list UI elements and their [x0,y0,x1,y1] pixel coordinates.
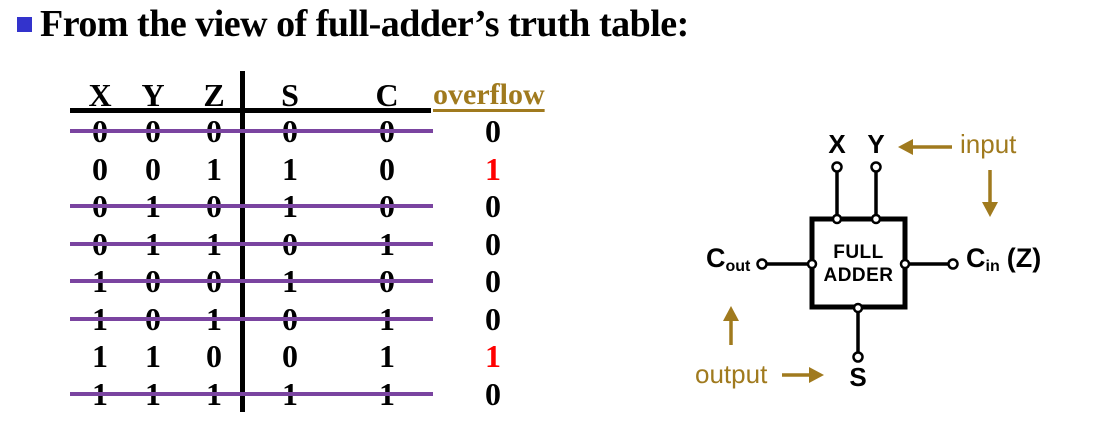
cell-z: 1 [206,151,222,187]
x-input-label: X [828,129,846,159]
header-c: C [375,77,399,113]
cout-main: C [706,243,726,273]
cell-overflow: 0 [485,301,501,337]
cell-s: 0 [282,338,298,374]
cell-overflow: 0 [485,188,501,224]
cell-z: 0 [206,338,222,374]
full-adder-box-label: FULL ADDER [812,241,905,287]
cell-y: 1 [145,338,161,374]
truth-table: X Y Z S C overflow 0 0 0 0 0 0 0 0 1 1 0… [0,71,560,413]
input-left-arrow-icon [898,139,952,155]
table-row: 1 0 0 1 0 0 [0,262,560,300]
table-row: 0 0 0 0 0 0 [0,112,560,150]
table-row: 0 0 1 1 0 1 [0,150,560,188]
cell-overflow: 0 [485,113,501,149]
strikethrough-line [70,317,433,321]
output-up-arrow-icon [723,306,739,345]
header-overflow: overflow [433,78,545,111]
cell-overflow: 1 [485,338,501,374]
box-label-line1: FULL [833,242,884,263]
box-label-line2: ADDER [823,265,894,286]
cell-overflow: 0 [485,226,501,262]
slide-title: From the view of full-adder’s truth tabl… [40,3,689,45]
strikethrough-line [70,242,433,246]
cell-overflow: 1 [485,151,501,187]
input-down-arrow-icon [982,170,998,217]
table-row: 1 0 1 0 1 0 [0,300,560,338]
cin-subscript: in [985,258,1000,275]
cin-label: Cin (Z) [966,245,1041,280]
strikethrough-line [70,129,433,133]
cell-c: 0 [379,151,395,187]
wires [764,171,951,355]
table-row: 0 1 1 0 1 0 [0,225,560,263]
header-z: Z [203,77,225,113]
table-column-divider [240,71,245,412]
terminal-circles [756,161,959,363]
table-row: 1 1 0 0 1 1 [0,337,560,375]
output-right-arrow-icon [782,367,824,383]
header-y: Y [141,77,165,113]
table-row: 1 1 1 1 1 0 [0,375,560,413]
y-input-label: Y [867,129,885,159]
bullet-marker [17,17,32,32]
output-annotation: output [695,359,768,389]
cin-main: C [966,243,986,273]
cell-s: 1 [282,151,298,187]
cell-overflow: 0 [485,376,501,412]
cell-overflow: 0 [485,263,501,299]
cell-x: 0 [92,151,108,187]
cell-x: 1 [92,338,108,374]
header-x: X [88,77,112,113]
diagram-wiring [723,139,998,383]
s-output-label: S [849,362,867,392]
table-header-rule [70,108,431,113]
cout-subscript: out [725,258,751,275]
cin-z-suffix: (Z) [1006,243,1042,273]
table-row: 0 1 0 1 0 0 [0,187,560,225]
strikethrough-line [70,204,433,208]
input-annotation: input [960,129,1017,159]
cout-label: Cout [706,245,750,280]
header-s: S [281,77,299,113]
strikethrough-line [70,279,433,283]
cell-y: 0 [145,151,161,187]
cell-c: 1 [379,338,395,374]
strikethrough-line [70,392,433,396]
